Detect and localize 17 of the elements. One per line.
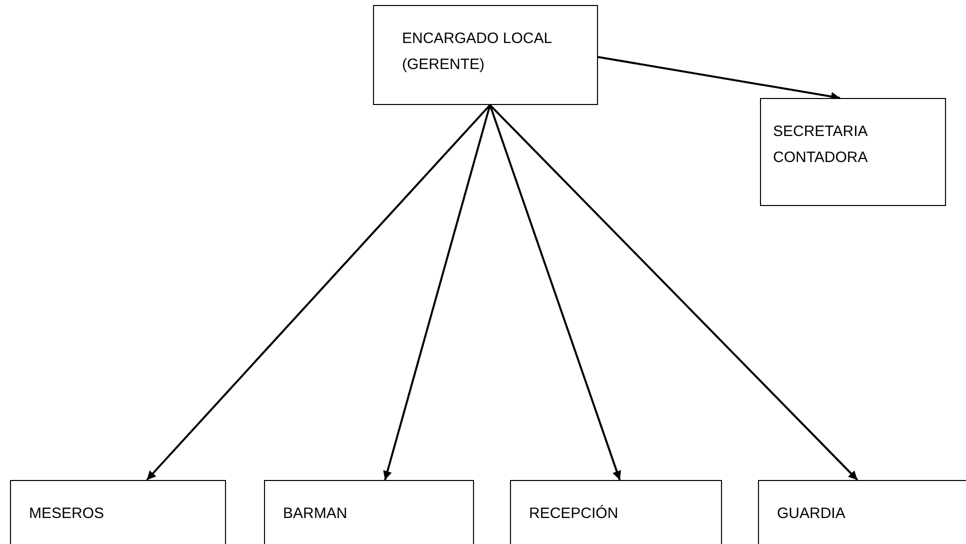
arrow	[598, 56, 840, 101]
box-label: BARMAN	[283, 504, 348, 524]
org-box	[758, 480, 966, 544]
org-box	[10, 480, 226, 544]
org-box	[510, 480, 722, 544]
arrow	[489, 104, 858, 481]
arrow	[146, 104, 491, 481]
org-box	[264, 480, 474, 544]
box-label: MESEROS	[29, 504, 106, 524]
box-label: GUARDIA	[777, 504, 846, 524]
box-label: ENCARGADO LOCAL (GERENTE)	[402, 29, 553, 75]
org-box	[760, 98, 946, 206]
box-label: SECRETARIA CONTADORA	[773, 122, 869, 168]
box-label: RECEPCIÓN	[529, 504, 620, 524]
arrow	[383, 104, 491, 480]
org-box	[373, 5, 598, 105]
arrow	[489, 104, 622, 480]
